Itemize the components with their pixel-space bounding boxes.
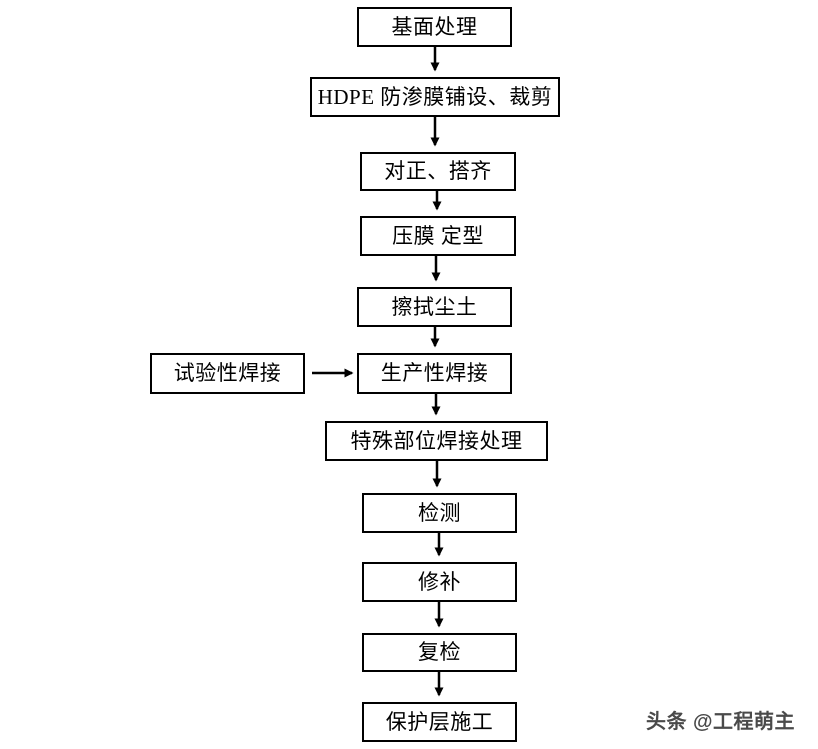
node-label: 擦拭尘土 <box>391 294 478 319</box>
node-align-and-overlap[interactable]: 对正、搭齐 <box>360 152 516 191</box>
node-label: 特殊部位焊接处理 <box>350 428 523 453</box>
node-label: 复检 <box>418 640 461 664</box>
node-re-inspection[interactable]: 复检 <box>362 633 517 672</box>
node-label: 修补 <box>418 569 461 594</box>
node-label: 试验性焊接 <box>173 361 282 385</box>
node-special-area-welding[interactable]: 特殊部位焊接处理 <box>325 421 548 461</box>
node-label: HDPE 防渗膜铺设、裁剪 <box>317 84 553 109</box>
node-label: 生产性焊接 <box>380 361 489 385</box>
node-hdpe-membrane-laying-cutting[interactable]: HDPE 防渗膜铺设、裁剪 <box>310 77 560 117</box>
node-repair[interactable]: 修补 <box>362 562 517 602</box>
node-base-treatment[interactable]: 基面处理 <box>357 7 512 47</box>
node-label: 压膜 定型 <box>392 223 484 248</box>
node-label: 保护层施工 <box>385 709 494 734</box>
node-wipe-dust[interactable]: 擦拭尘土 <box>357 287 512 327</box>
node-label: 检测 <box>418 500 461 525</box>
node-inspection[interactable]: 检测 <box>362 493 517 533</box>
node-press-and-shape[interactable]: 压膜 定型 <box>360 216 516 256</box>
node-label: 基面处理 <box>391 14 478 39</box>
node-trial-welding[interactable]: 试验性焊接 <box>150 353 305 394</box>
node-label: 对正、搭齐 <box>384 159 492 183</box>
node-protective-layer-construction[interactable]: 保护层施工 <box>362 702 517 742</box>
watermark: 头条 @工程萌主 <box>646 710 796 733</box>
node-production-welding[interactable]: 生产性焊接 <box>357 353 512 394</box>
